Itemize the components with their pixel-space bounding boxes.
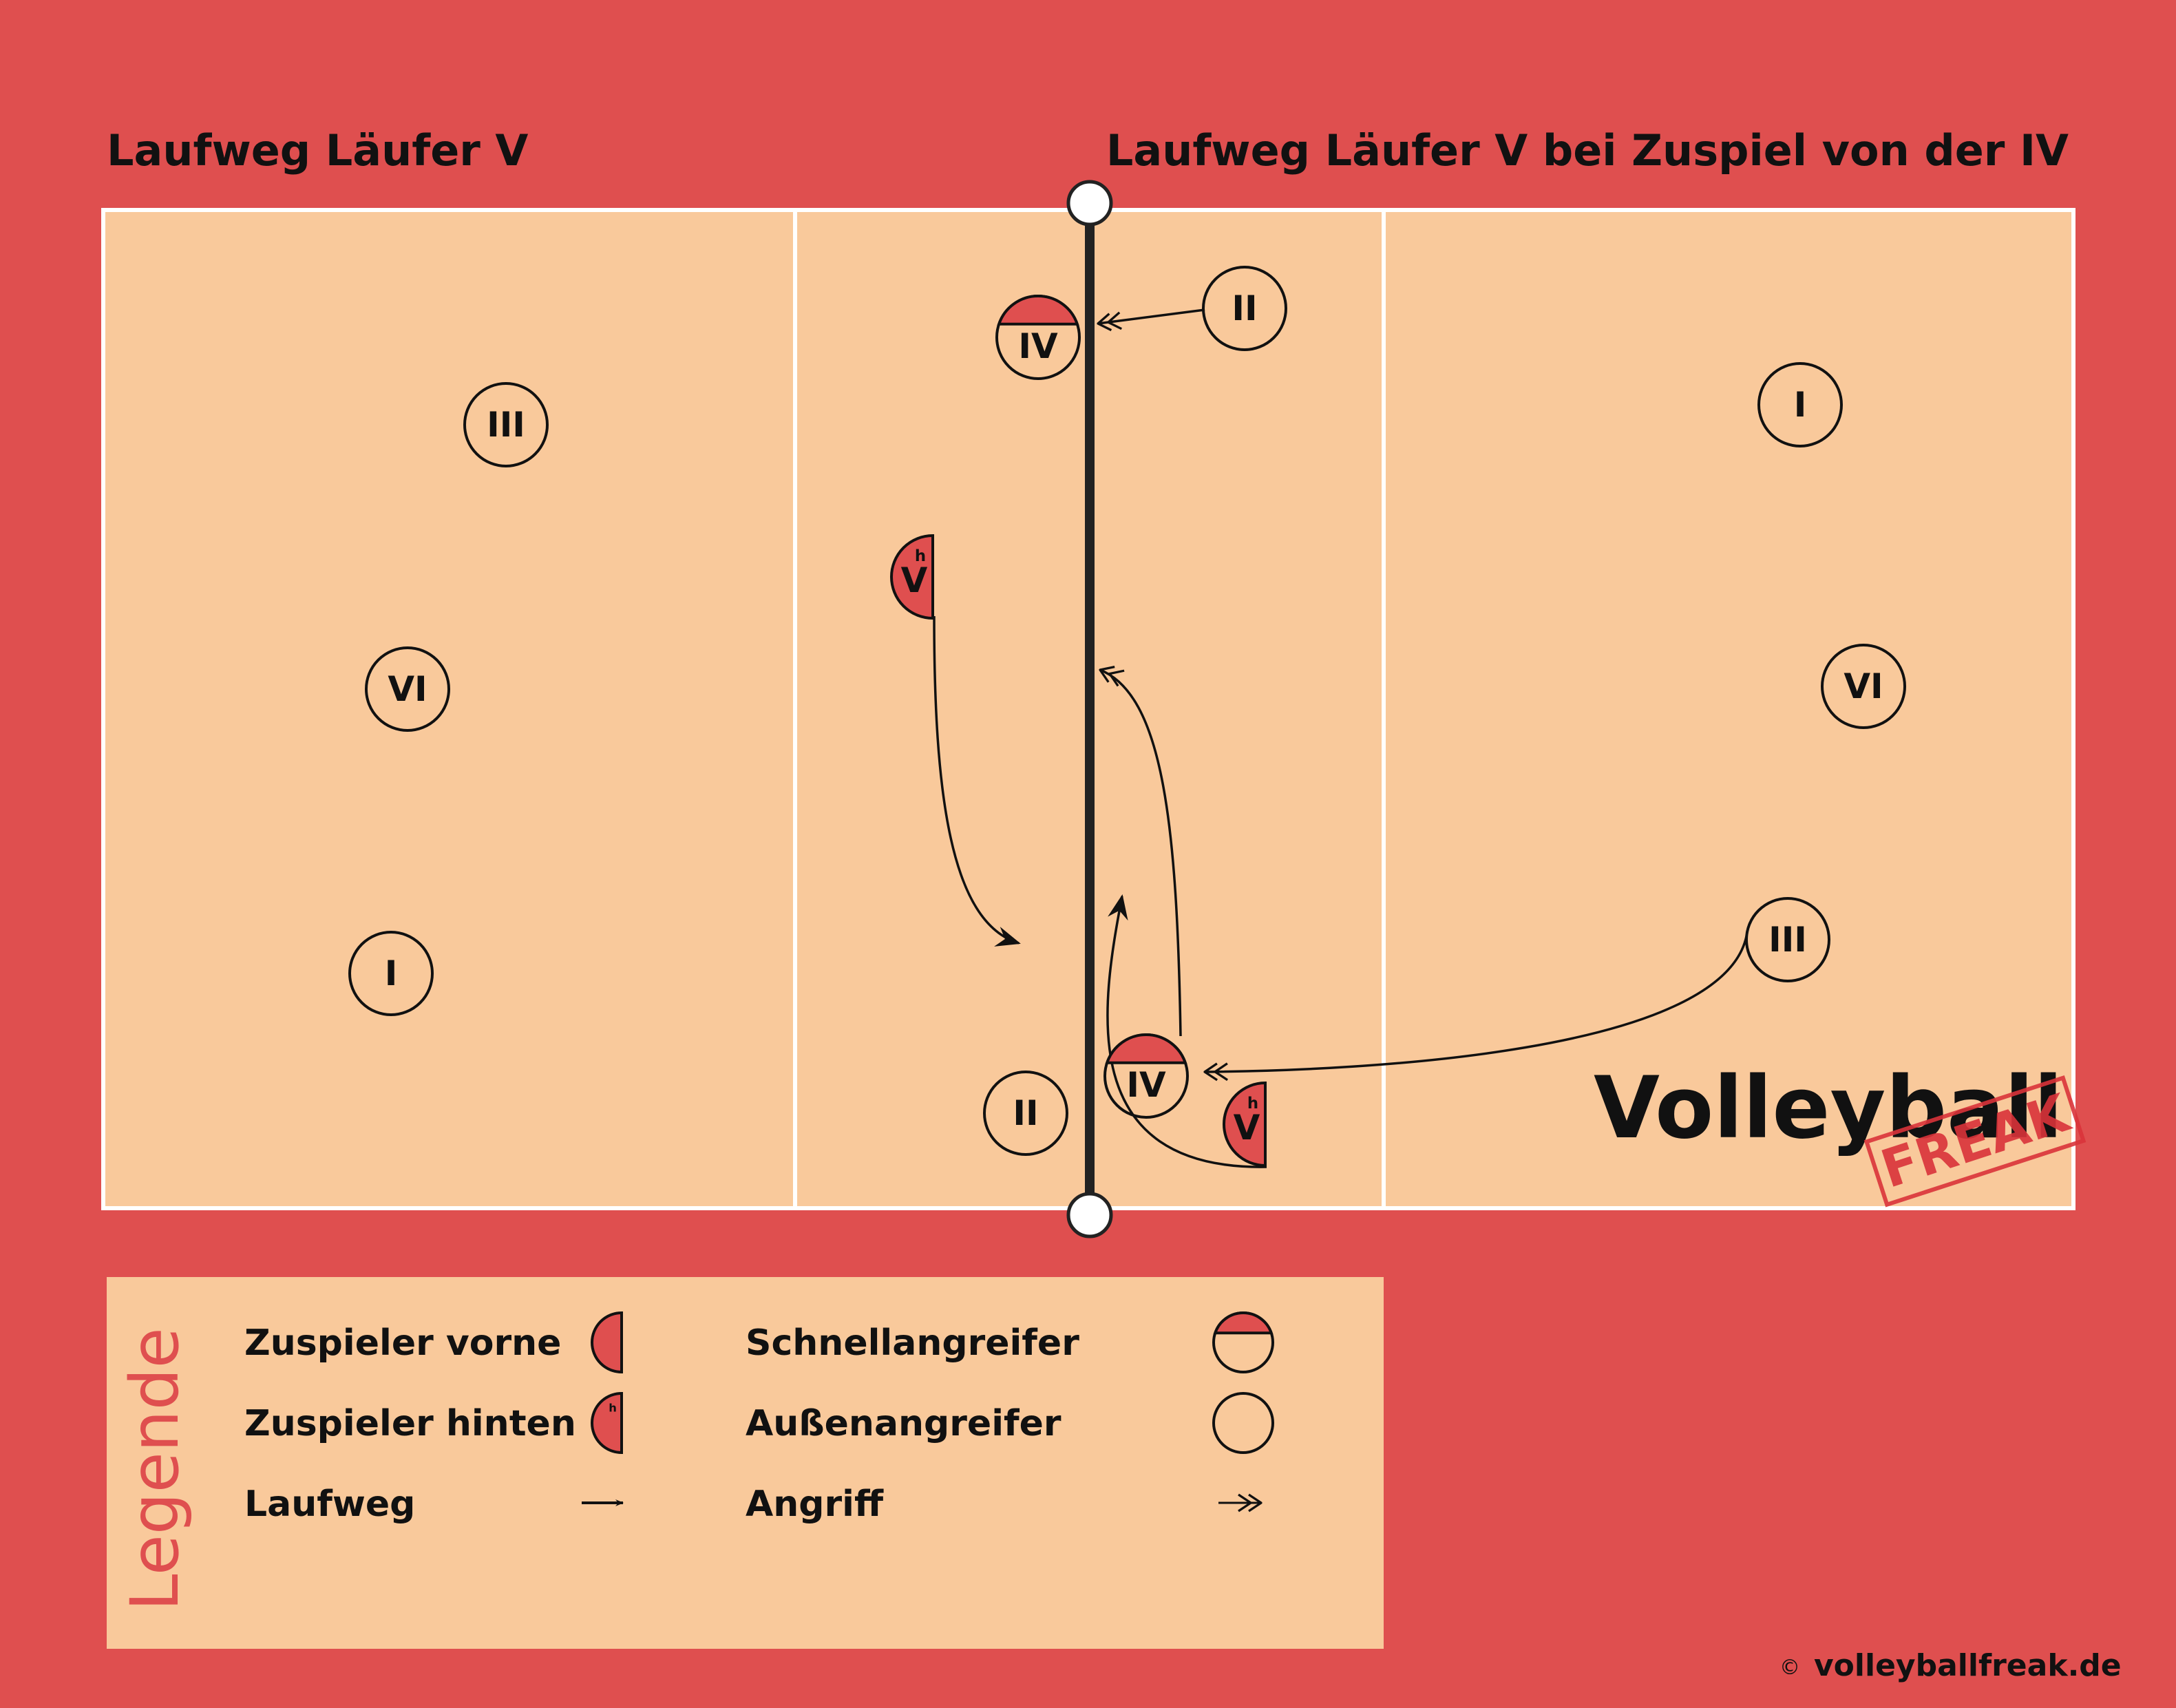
logo-text: Volleyball	[1594, 1059, 2063, 1158]
player-mid-right-1-label: IV	[1126, 1065, 1166, 1105]
player-mid-right-2: hV	[1223, 1081, 1267, 1168]
legend-label-quick-attacker: Schnellangreifer	[746, 1322, 1079, 1364]
player-mid-right-2-mark: h	[1247, 1095, 1258, 1113]
player-right-1-label: VI	[1844, 666, 1883, 706]
legend-title: Legende	[116, 1327, 193, 1611]
legend-label-attack: Angriff	[746, 1484, 884, 1525]
run-path-right-setter	[1106, 894, 1267, 1168]
volleyball-freak-logo: Volleyball FREAK	[1594, 1059, 2087, 1208]
setter-back-icon-mark: h	[609, 1402, 617, 1415]
setter-back-icon: h	[591, 1391, 623, 1455]
player-mid-left-1: hV	[890, 534, 934, 620]
player-left-2-label: I	[385, 953, 398, 993]
player-right-1: VI	[1821, 644, 1906, 729]
player-mid-left-0: IV	[995, 294, 1081, 380]
player-mid-left-2-label: II	[1013, 1093, 1038, 1133]
legend-label-run: Laufweg	[244, 1484, 415, 1525]
player-right-2: III	[1745, 897, 1830, 982]
player-left-0: III	[463, 382, 549, 467]
court	[101, 180, 2075, 1238]
player-left-0-label: III	[487, 405, 525, 445]
copyright-text: volleyballfreak.de	[1814, 1648, 2122, 1683]
player-right-2-label: III	[1768, 920, 1807, 960]
legend-panel	[107, 1277, 1384, 1649]
copyright-symbol: ©	[1779, 1656, 1800, 1680]
outside-hitter-icon	[1212, 1392, 1274, 1454]
legend-label-outside-hitter: Außenangreifer	[746, 1403, 1061, 1444]
player-left-1: VI	[365, 646, 450, 732]
player-mid-left-2: II	[983, 1071, 1068, 1156]
net-post-bottom	[1066, 1192, 1113, 1238]
player-left-1-label: VI	[388, 669, 427, 709]
legend-label-setter-back: Zuspieler hinten	[244, 1403, 576, 1444]
player-mid-right-1: IV	[1103, 1033, 1189, 1119]
run-path-left-setter	[933, 615, 1021, 947]
player-mid-right-0: II	[1202, 266, 1287, 351]
quick-attacker-icon	[1212, 1311, 1274, 1373]
player-mid-right-0-label: II	[1232, 288, 1257, 328]
attack-path-bottom	[1205, 936, 1748, 1072]
net-post-top	[1066, 180, 1113, 226]
left-title: Laufweg Läufer V	[107, 125, 528, 176]
player-right-0: I	[1757, 362, 1843, 447]
player-mid-left-1-mark: h	[915, 547, 926, 565]
player-mid-left-0-label: IV	[1018, 326, 1058, 366]
legend: Legende Zuspieler vorne Zuspieler hinten…	[107, 1277, 1384, 1649]
player-left-2: I	[348, 931, 434, 1016]
player-mid-right-2-label: V	[1234, 1108, 1260, 1148]
legend-label-setter-front: Zuspieler vorne	[244, 1322, 561, 1364]
attack-path-top	[1098, 308, 1205, 324]
legend-icons: h	[591, 1311, 1274, 1455]
attack-path-middle	[1100, 670, 1182, 1037]
right-title: Laufweg Läufer V bei Zuspiel von der IV	[1106, 125, 2069, 176]
setter-front-icon	[591, 1311, 623, 1374]
routes	[933, 308, 1748, 1168]
player-right-0-label: I	[1794, 385, 1807, 425]
player-mid-left-1-label: V	[901, 560, 928, 600]
